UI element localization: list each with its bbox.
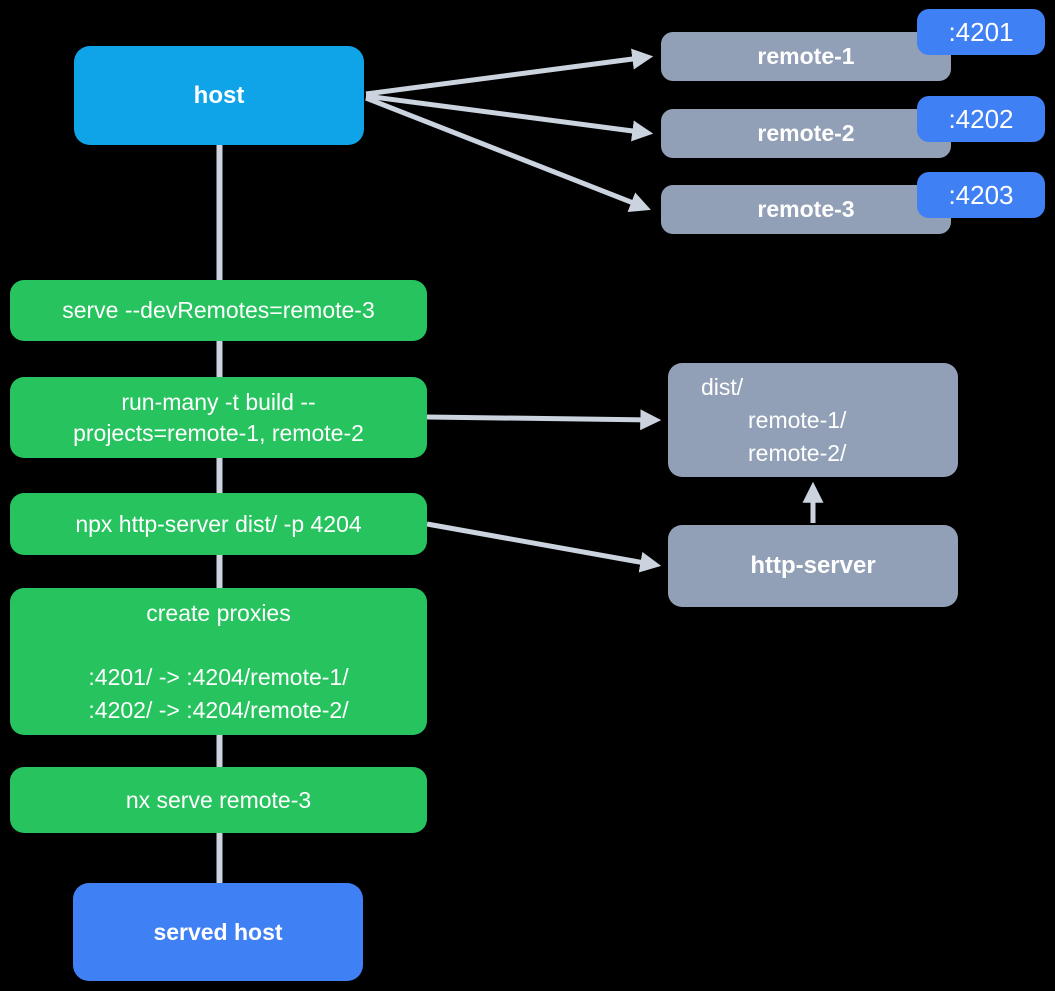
- served-host-label: served host: [153, 918, 283, 945]
- arrow-http-cmd-to-http-server: [426, 521, 662, 573]
- create-proxies-title: create proxies: [146, 599, 291, 626]
- node-remote-3: remote-3: [661, 185, 951, 234]
- proxy-mapping-1: :4201/ -> :4204/remote-1/: [88, 663, 349, 690]
- arrow-host-to-remote-1: [365, 48, 654, 97]
- remote-3-label: remote-3: [757, 196, 855, 222]
- node-remote-2: remote-2: [661, 109, 951, 158]
- node-host: host: [74, 46, 364, 145]
- dist-remote-2-label: remote-2/: [748, 439, 847, 466]
- command-run-many-build: run-many -t build -- projects=remote-1, …: [10, 377, 427, 458]
- arrow-host-to-remote-3: [365, 95, 651, 213]
- command-nx-serve-remote-3: nx serve remote-3: [10, 767, 427, 833]
- arrow-build-to-dist: [426, 409, 662, 431]
- node-served-host: served host: [73, 883, 363, 981]
- command-nx-serve-text: nx serve remote-3: [125, 786, 312, 813]
- port-badge-4202: :4202: [917, 96, 1045, 142]
- http-server-label: http-server: [750, 552, 876, 579]
- node-remote-1: remote-1: [661, 32, 951, 81]
- node-dist-folder: dist/ remote-1/ remote-2/: [668, 363, 958, 477]
- remote-1-label: remote-1: [757, 43, 855, 69]
- command-build-line2: projects=remote-1, remote-2: [73, 419, 364, 446]
- command-npx-http-server: npx http-server dist/ -p 4204: [10, 493, 427, 555]
- dist-remote-1-label: remote-1/: [748, 406, 847, 433]
- command-build-line1: run-many -t build --: [121, 388, 316, 415]
- port-badge-4203: :4203: [917, 172, 1045, 218]
- host-label: host: [193, 81, 245, 109]
- node-http-server: http-server: [668, 525, 958, 607]
- arrow-host-to-remote-2: [365, 93, 654, 142]
- command-serve-devremotes: serve --devRemotes=remote-3: [10, 280, 427, 341]
- command-http-text: npx http-server dist/ -p 4204: [75, 510, 362, 537]
- port-4201-label: :4201: [948, 16, 1014, 47]
- proxy-mapping-2: :4202/ -> :4204/remote-2/: [88, 696, 349, 723]
- port-4203-label: :4203: [948, 179, 1014, 210]
- dist-root-label: dist/: [701, 373, 744, 400]
- command-create-proxies: create proxies :4201/ -> :4204/remote-1/…: [10, 588, 427, 735]
- command-serve-text: serve --devRemotes=remote-3: [62, 297, 375, 323]
- port-badge-4201: :4201: [917, 9, 1045, 55]
- remote-2-label: remote-2: [757, 120, 855, 146]
- port-4202-label: :4202: [948, 103, 1014, 134]
